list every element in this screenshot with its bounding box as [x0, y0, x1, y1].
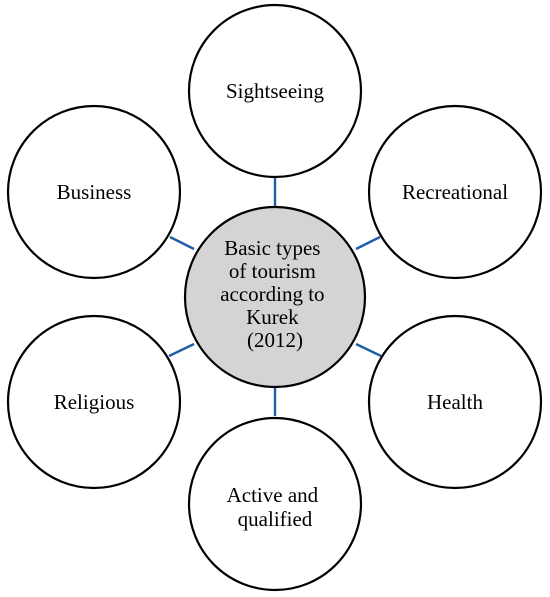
node-religious: Religious	[6, 314, 182, 490]
node-recreational-circle	[367, 104, 543, 280]
node-recreational: Recreational	[367, 104, 543, 280]
node-religious-label: Religious	[54, 390, 135, 414]
node-center: Basic types of tourism according to Kure…	[183, 205, 367, 389]
node-business-label: Business	[57, 180, 132, 204]
node-sightseeing-circle	[187, 3, 363, 179]
node-health-circle	[367, 314, 543, 490]
center-circle	[183, 205, 367, 389]
node-business-circle	[6, 104, 182, 280]
node-business: Business	[6, 104, 182, 280]
connector-religious	[168, 342, 195, 358]
connector-business	[169, 235, 195, 251]
center-label: Basic types of tourism according to Kure…	[220, 236, 330, 352]
node-active-circle	[187, 416, 363, 592]
connector-recreational	[355, 235, 381, 251]
node-sightseeing: Sightseeing	[187, 3, 363, 179]
connector-health	[355, 342, 382, 358]
node-active-label: Active and qualified	[227, 483, 324, 531]
node-active-and-qualified: Active and qualified	[187, 416, 363, 592]
node-recreational-label: Recreational	[402, 180, 508, 204]
node-sightseeing-label: Sightseeing	[226, 79, 324, 103]
node-health-label: Health	[427, 390, 483, 414]
node-health: Health	[367, 314, 543, 490]
node-religious-circle	[6, 314, 182, 490]
